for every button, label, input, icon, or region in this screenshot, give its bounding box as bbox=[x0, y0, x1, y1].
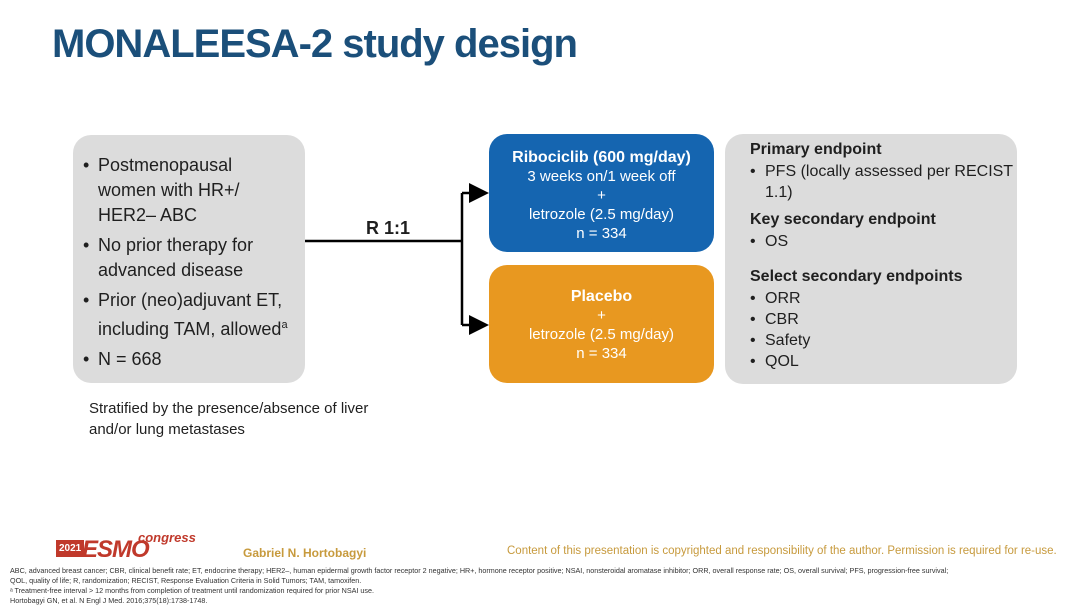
randomization-label: R 1:1 bbox=[366, 218, 411, 238]
placebo-arm-n: n = 334 bbox=[576, 345, 627, 362]
esmo-congress-logo: 2021 ESMO congress bbox=[56, 530, 196, 563]
select-secondary-list: ORR CBR Safety QOL bbox=[750, 288, 1017, 372]
ribociclib-arm-partner: letrozole (2.5 mg/day) bbox=[528, 206, 675, 223]
footnote-a: ᵃ Treatment-free interval > 12 months fr… bbox=[10, 586, 375, 595]
footnote-marker: a bbox=[281, 319, 288, 331]
primary-endpoint-list: PFS (locally assessed per RECIST 1.1) bbox=[750, 161, 1017, 203]
population-list: Postmenopausal women with HR+/ HER2– ABC… bbox=[83, 153, 295, 372]
ribociclib-arm-schedule: 3 weeks on/1 week off bbox=[527, 168, 676, 185]
endpoint-item: Safety bbox=[750, 330, 1017, 351]
placebo-arm-box: Placebo + letrozole (2.5 mg/day) n = 334 bbox=[489, 265, 714, 383]
logo-congress: congress bbox=[138, 530, 196, 545]
population-box: Postmenopausal women with HR+/ HER2– ABC… bbox=[73, 135, 305, 383]
ribociclib-arm-box: Ribociclib (600 mg/day) 3 weeks on/1 wee… bbox=[489, 134, 714, 252]
endpoint-item: CBR bbox=[750, 309, 1017, 330]
logo-esmo: ESMO bbox=[82, 536, 150, 563]
abbreviations-line: QOL, quality of life; R, randomization; … bbox=[10, 576, 362, 585]
endpoint-item: PFS (locally assessed per RECIST 1.1) bbox=[750, 161, 1017, 203]
logo-year: 2021 bbox=[56, 540, 85, 557]
ribociclib-arm-n: n = 334 bbox=[576, 225, 627, 242]
placebo-arm-head: Placebo bbox=[570, 288, 633, 305]
placebo-arm-partner: letrozole (2.5 mg/day) bbox=[528, 326, 675, 343]
select-secondary-heading: Select secondary endpoints bbox=[750, 268, 963, 285]
population-item: Prior (neo)adjuvant ET, including TAM, a… bbox=[83, 288, 295, 342]
population-item: Postmenopausal women with HR+/ HER2– ABC bbox=[83, 153, 295, 228]
population-item: No prior therapy for advanced disease bbox=[83, 233, 295, 283]
key-secondary-list: OS bbox=[750, 231, 1017, 252]
copyright-notice: Content of this presentation is copyrigh… bbox=[507, 545, 1057, 557]
endpoint-item: QOL bbox=[750, 351, 1017, 372]
abbreviations-line: ABC, advanced breast cancer; CBR, clinic… bbox=[10, 566, 949, 575]
reference: Hortobagyi GN, et al. N Engl J Med. 2016… bbox=[10, 596, 208, 605]
stratification-note: Stratified by the presence/absence of li… bbox=[89, 400, 369, 438]
ribociclib-arm-head: Ribociclib (600 mg/day) bbox=[512, 149, 691, 166]
slide-title: MONALEESA-2 study design bbox=[52, 22, 578, 66]
fineprint: ABC, advanced breast cancer; CBR, clinic… bbox=[10, 566, 1075, 606]
primary-endpoint-heading: Primary endpoint bbox=[750, 141, 882, 158]
endpoint-item: ORR bbox=[750, 288, 1017, 309]
ribociclib-arm-plus: + bbox=[597, 187, 606, 204]
key-secondary-heading: Key secondary endpoint bbox=[750, 211, 936, 228]
population-item: N = 668 bbox=[83, 347, 295, 372]
presenter-name: Gabriel N. Hortobagyi bbox=[243, 546, 367, 560]
endpoints-box: Primary endpoint PFS (locally assessed p… bbox=[725, 134, 1017, 384]
endpoint-item: OS bbox=[750, 231, 1017, 252]
placebo-arm-plus: + bbox=[597, 307, 606, 324]
